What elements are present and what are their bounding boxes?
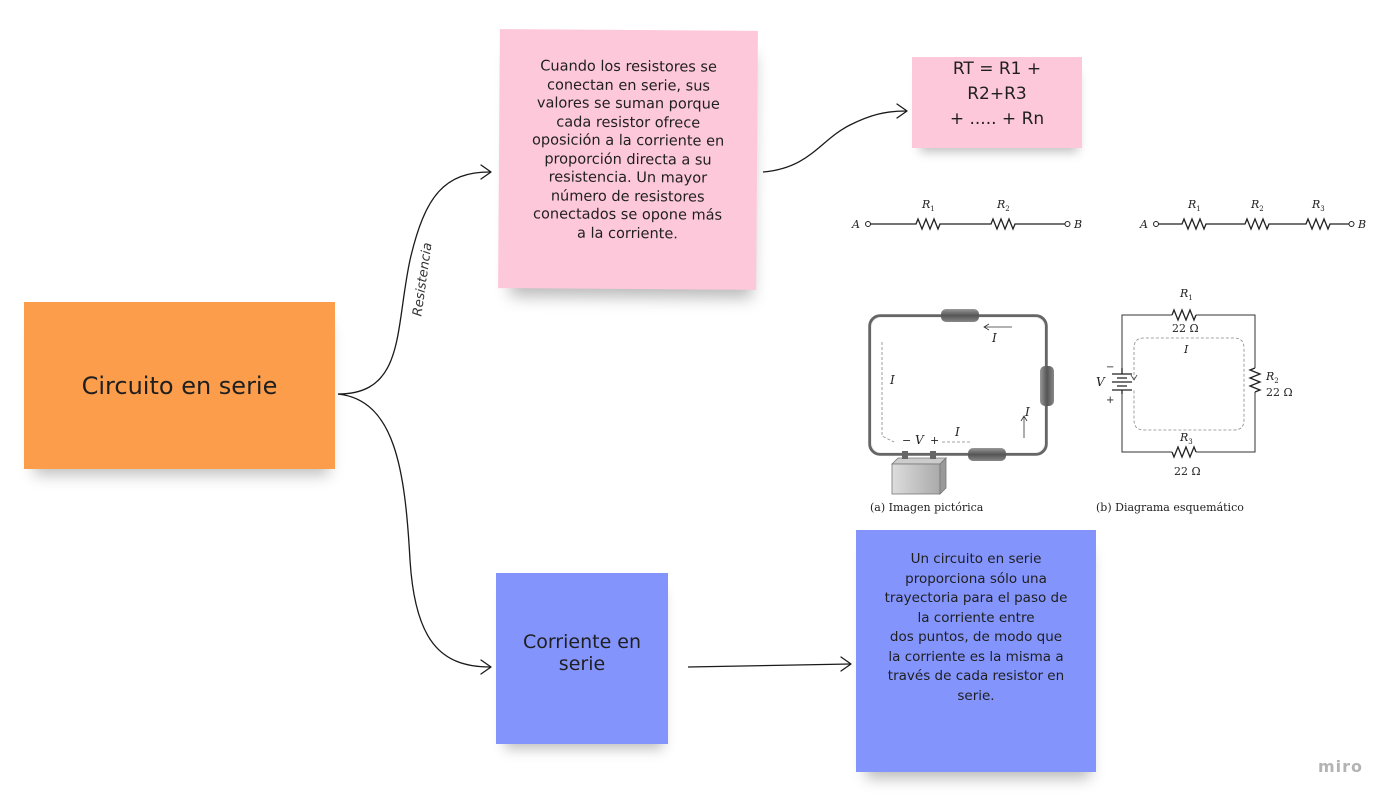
r3-label: R3: [1311, 198, 1325, 213]
schematic-minus: −: [1106, 362, 1114, 373]
schematic-r1-symbol: [1171, 308, 1197, 322]
main-topic-note[interactable]: Circuito en serie: [24, 302, 335, 469]
r1-label: R1: [921, 198, 935, 213]
connector-corriente-to-explicacion[interactable]: [687, 663, 851, 668]
connector-main-to-corriente[interactable]: [337, 393, 491, 668]
resistencia-note-text: Cuando los resistores se conectan en ser…: [531, 58, 725, 242]
schematic-r3-value: 22 Ω: [1174, 465, 1201, 478]
miro-logo: miro: [1318, 757, 1364, 776]
battery-body: [891, 457, 947, 465]
resistencia-note[interactable]: Cuando los resistores se conectan en ser…: [498, 29, 758, 290]
schematic-current-label: I: [1183, 343, 1189, 356]
schematic-wire-bottom-left: [1121, 394, 1172, 453]
explicacion-note[interactable]: Un circuito en serie proporciona sólo un…: [856, 530, 1096, 772]
current-loop-arrow: [1133, 337, 1245, 431]
two-resistor-series-diagram[interactable]: A B R1 R2: [846, 192, 1096, 242]
battery-front: [891, 463, 941, 495]
battery-plus: +: [930, 434, 939, 447]
r1-label: R1: [1187, 198, 1201, 213]
main-topic-title: Circuito en serie: [81, 371, 278, 400]
current-label-left: I: [889, 373, 895, 387]
arrowhead-corriente: [480, 659, 492, 675]
node-b-label: B: [1357, 218, 1366, 231]
r2-label: R2: [996, 198, 1010, 213]
schematic-r1-label: R1: [1179, 287, 1193, 302]
corriente-note[interactable]: Corriente en serie: [496, 573, 668, 744]
voltage-label: V: [915, 433, 925, 447]
connector-main-to-resistencia[interactable]: [337, 171, 491, 395]
current-label-bottom: I: [954, 425, 960, 439]
battery-terminal-neg: [902, 451, 908, 459]
connector-resistencia-to-formula[interactable]: [762, 110, 907, 173]
formula-note[interactable]: RT = R1 + R2+R3 + ..... + Rn: [912, 57, 1082, 148]
arrowhead-explicacion: [840, 656, 852, 672]
node-a-label: A: [851, 218, 860, 231]
battery-minus: −: [902, 434, 911, 447]
corriente-note-title: Corriente en serie: [522, 630, 642, 675]
schematic-r1-value: 22 Ω: [1172, 322, 1199, 335]
node-a-label: A: [1139, 218, 1148, 231]
schematic-r3-symbol: [1171, 445, 1197, 459]
schematic-wire-left-top: [1121, 314, 1172, 368]
arrowhead-resistencia: [480, 164, 492, 180]
battery-symbol: [1112, 368, 1132, 394]
pictorial-circuit-figure[interactable]: I I I I V − + (a) Imagen pictórica: [862, 298, 1062, 518]
schematic-r3-label: R3: [1179, 431, 1193, 446]
r2-label: R2: [1250, 198, 1264, 213]
current-label-top: I: [991, 331, 997, 345]
current-arrow-left: [881, 342, 895, 443]
schematic-r2-value: 22 Ω: [1266, 386, 1293, 399]
pictorial-caption: (a) Imagen pictórica: [870, 501, 984, 514]
resistor-r1-symbol: [870, 217, 1065, 231]
schematic-wire-right-bottom: [1196, 392, 1256, 453]
current-arrow-top: [983, 323, 1012, 331]
schematic-plus: +: [1106, 395, 1114, 406]
explicacion-note-text: Un circuito en serie proporciona sólo un…: [884, 551, 1068, 704]
resistor-bottom: [968, 448, 1006, 461]
current-arrow-right: [1020, 415, 1028, 438]
schematic-r2-symbol: [1248, 367, 1262, 393]
formula-text: RT = R1 + R2+R3 + ..... + Rn: [949, 59, 1045, 129]
node-b-label: B: [1073, 218, 1082, 231]
battery-terminal-pos: [930, 451, 936, 459]
resistor-right: [1040, 366, 1054, 406]
schematic-r2-label: R2: [1265, 370, 1279, 385]
resistor-chain-symbol: [1158, 217, 1349, 231]
battery-side: [939, 457, 947, 495]
schematic-caption: (b) Diagrama esquemático: [1096, 501, 1244, 514]
schematic-circuit-figure[interactable]: R1 22 Ω R2 22 Ω R3 22 Ω V − + I (b) Diag…: [1092, 282, 1307, 518]
current-arrowhead: [1130, 374, 1138, 381]
three-resistor-series-diagram[interactable]: A B R1 R2 R3: [1134, 192, 1384, 242]
schematic-wire-top-right: [1196, 314, 1256, 368]
schematic-voltage-label: V: [1096, 375, 1106, 389]
current-label-right: I: [1024, 405, 1030, 419]
resistor-top: [941, 309, 979, 322]
arrowhead-formula: [896, 103, 908, 119]
